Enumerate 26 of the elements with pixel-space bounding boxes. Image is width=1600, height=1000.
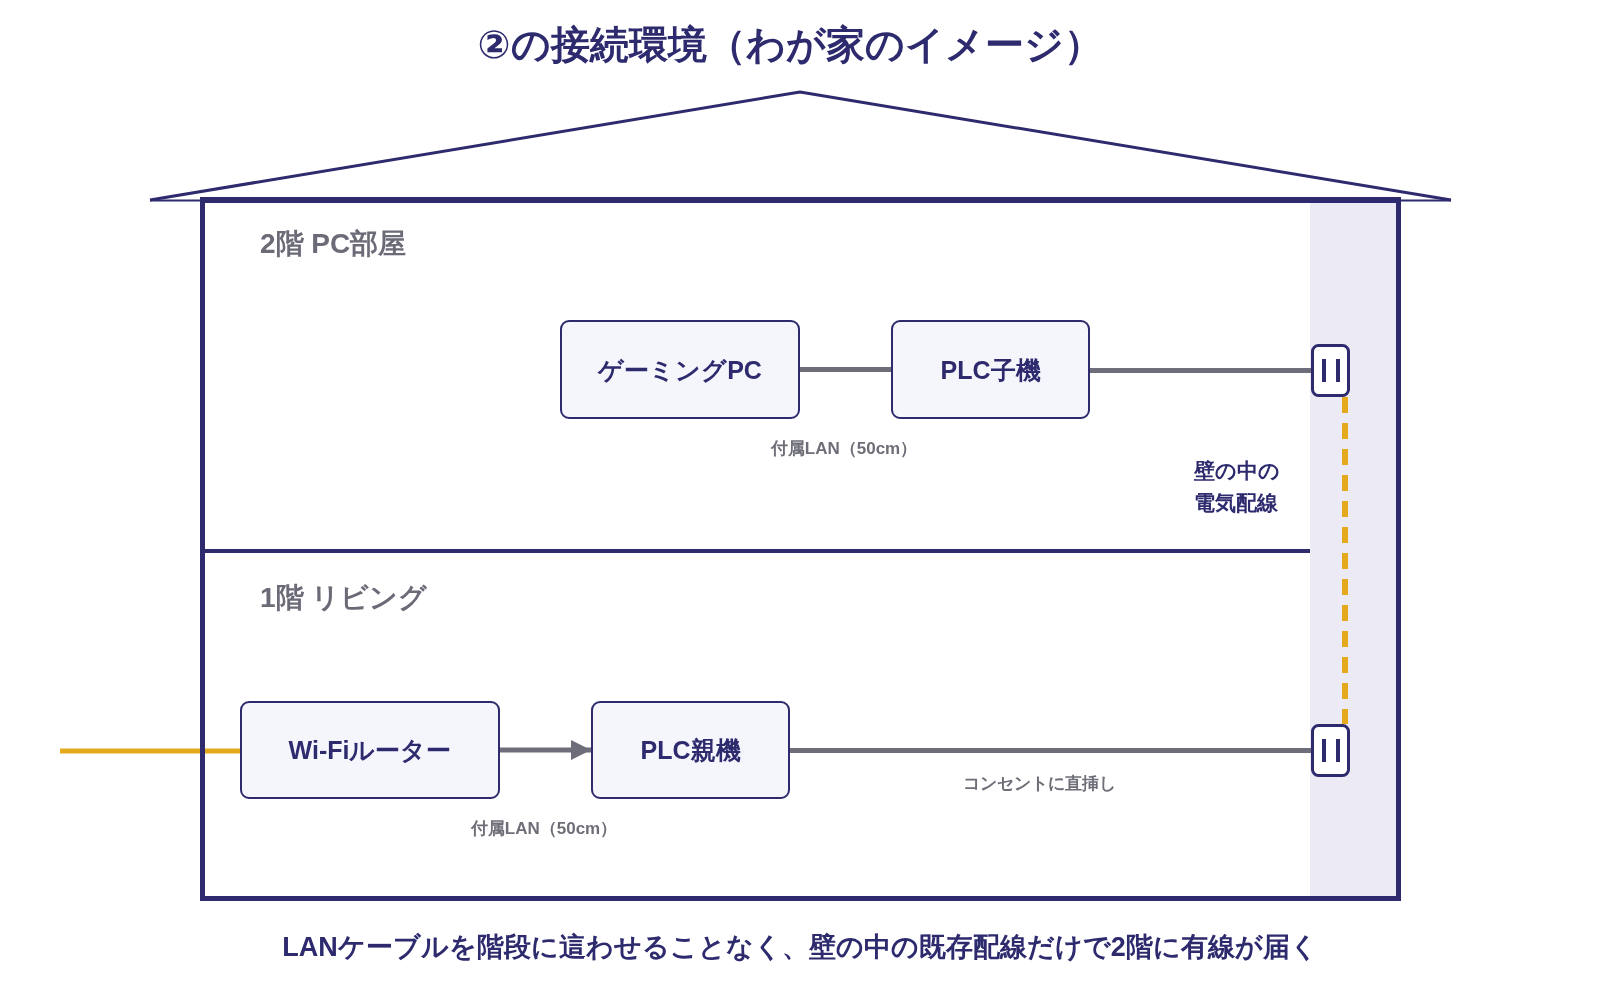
device-name: PLC親機 (640, 735, 741, 766)
diagram-title: ②の接続環境（わが家のイメージ） (476, 22, 1104, 68)
edge-label: コンセントに直挿し (961, 773, 1117, 795)
device-name: ゲーミングPC (598, 354, 762, 386)
arrow (500, 740, 591, 760)
connector-line (790, 748, 1311, 753)
dashed-line (1342, 397, 1348, 724)
connector-line (1090, 368, 1311, 373)
power-outlet-icon (1311, 344, 1350, 397)
edge-label: 付属LAN（50cm） (769, 438, 919, 460)
room-heading: 1階 リビング (260, 581, 428, 615)
edge-label: 付属LAN（50cm） (469, 818, 619, 840)
device-name: PLC子機 (940, 354, 1041, 386)
device-box (240, 701, 500, 799)
room-area (200, 197, 1310, 553)
device-box (560, 320, 800, 419)
room-area (200, 553, 1310, 901)
room-heading: 2階 PC部屋 (260, 227, 407, 261)
power-outlet-icon (1311, 724, 1350, 777)
device-box (891, 320, 1090, 419)
device-box (591, 701, 790, 799)
connector-line (800, 367, 891, 372)
device-name: Wi-Fiルーター (288, 735, 452, 766)
edge-label: 壁の中の電気配線 (1194, 458, 1281, 516)
diagram-caption: LANケーブルを階段に這わせることなく、壁の中の既存配線だけで2階に有線が届く (281, 931, 1319, 964)
connector-line (60, 748, 240, 754)
